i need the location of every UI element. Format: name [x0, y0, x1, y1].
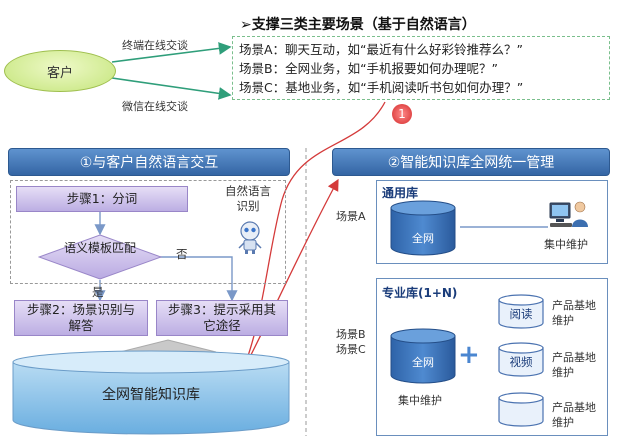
- reading-db-label: 阅读: [509, 307, 533, 321]
- marker-1: 1: [392, 104, 412, 124]
- nl-recognition-label: 自然语言识别: [225, 184, 271, 213]
- wechat-chat-label: 微信在线交谈: [122, 100, 188, 113]
- general-maintain-label: 集中维护: [544, 238, 588, 251]
- knowledge-base-cylinder: [12, 350, 290, 435]
- reading-db-cylinder: [498, 294, 544, 329]
- knowledge-base-label: 全网智能知识库: [102, 387, 200, 403]
- special-scene-b-label: 场景B: [336, 328, 366, 341]
- step2-box: 步骤2：场景识别与解答: [14, 300, 148, 336]
- special-db-label: 全网: [412, 356, 434, 369]
- third-maintain-label: 产品基地维护: [552, 401, 596, 429]
- reading-maintain-label: 产品基地维护: [552, 299, 596, 327]
- general-db-label: 全网: [412, 232, 434, 245]
- decision-diamond-shape: [38, 234, 162, 280]
- customer-ellipse: 客户: [4, 50, 116, 92]
- scenario-b: 场景B：全网业务，如“手机报要如何办理呢？”: [239, 61, 499, 76]
- step3-box: 步骤3：提示采用其它途径: [156, 300, 288, 336]
- general-scene-label: 场景A: [336, 210, 366, 223]
- yes-label: 是: [92, 285, 104, 299]
- right-banner: ②智能知识库全网统一管理: [332, 148, 610, 176]
- scenario-c: 场景C：基地业务，如“手机阅读听书包如何办理？”: [239, 80, 524, 95]
- step1-box: 步骤1：分词: [16, 186, 188, 212]
- no-label: 否: [176, 247, 188, 261]
- general-db-cylinder: [390, 200, 456, 256]
- special-db-cylinder: [390, 328, 456, 384]
- computer-user-icon: [549, 201, 588, 227]
- customer-label: 客户: [46, 65, 73, 81]
- left-banner: ①与客户自然语言交互: [8, 148, 290, 176]
- page-title: ➢支撑三类主要场景（基于自然语言）: [240, 17, 476, 33]
- plus-sign-icon: +: [458, 340, 480, 370]
- general-library-title: 通用库: [382, 186, 419, 200]
- terminal-chat-line: [111, 42, 232, 63]
- decision-to-step3: [160, 256, 238, 302]
- nl-process-box: [10, 180, 286, 284]
- special-library-title: 专业库(1+N): [382, 286, 458, 300]
- video-db-label: 视频: [509, 355, 533, 369]
- scenario-box: 场景A：聊天互动，如“最近有什么好彩铃推荐么？” 场景B：全网业务，如“手机报要…: [232, 36, 610, 100]
- special-scene-c-label: 场景C: [336, 343, 366, 356]
- robot-icon: [238, 221, 262, 254]
- general-link-line: [460, 226, 548, 228]
- video-db-cylinder: [498, 342, 544, 377]
- terminal-chat-label: 终端在线交谈: [122, 39, 188, 52]
- scenario-a: 场景A：聊天互动，如“最近有什么好彩铃推荐么？”: [239, 42, 524, 57]
- third-db-cylinder: [498, 392, 544, 427]
- decision-label: 语义模板匹配: [63, 241, 136, 255]
- video-maintain-label: 产品基地维护: [552, 351, 596, 379]
- special-maintain-label: 集中维护: [398, 394, 442, 407]
- wechat-chat-line: [111, 77, 232, 100]
